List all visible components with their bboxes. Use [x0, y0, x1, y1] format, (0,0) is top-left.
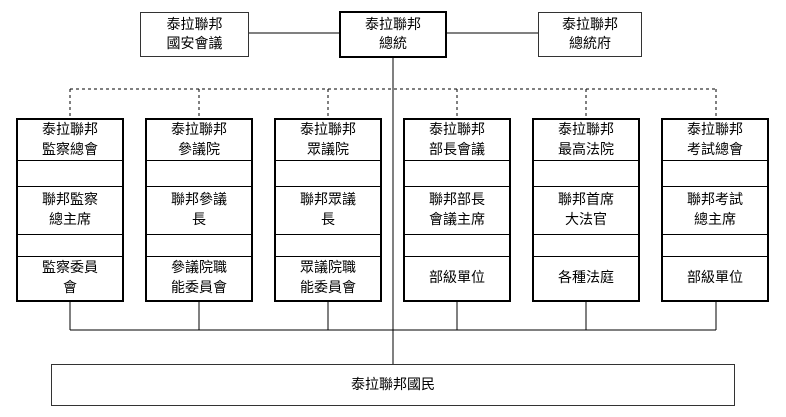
divider — [663, 160, 767, 161]
presidential-office-label: 泰拉聯邦 總統府 — [562, 16, 618, 52]
divider — [147, 160, 251, 161]
divider — [534, 160, 638, 161]
branch-bottom: 部級單位 — [429, 270, 485, 286]
branch-title: 泰拉聯邦 考試總會 — [687, 122, 743, 158]
divider — [276, 234, 380, 235]
branch-house: 泰拉聯邦 眾議院 聯邦眾議 長 眾議院職 能委員會 — [274, 118, 382, 302]
divider — [663, 186, 767, 187]
divider — [663, 234, 767, 235]
divider — [18, 256, 122, 257]
national-security-council-label: 泰拉聯邦 國安會議 — [166, 16, 223, 52]
branch-senate: 泰拉聯邦 參議院 聯邦參議 長 參議院職 能委員會 — [145, 118, 253, 302]
branch-title: 泰拉聯邦 監察總會 — [42, 122, 98, 158]
divider — [147, 186, 251, 187]
divider — [405, 160, 509, 161]
citizens-label: 泰拉聯邦國民 — [351, 376, 435, 393]
citizens-box: 泰拉聯邦國民 — [51, 364, 735, 406]
branch-title: 泰拉聯邦 部長會議 — [429, 122, 485, 158]
divider — [276, 256, 380, 257]
president-box: 泰拉聯邦 總統 — [339, 11, 447, 58]
president-label: 泰拉聯邦 總統 — [365, 16, 421, 52]
branch-head: 聯邦眾議 長 — [300, 192, 356, 228]
divider — [18, 186, 122, 187]
divider — [534, 234, 638, 235]
branch-bottom: 各種法庭 — [558, 270, 614, 286]
divider — [147, 234, 251, 235]
national-security-council-box: 泰拉聯邦 國安會議 — [140, 12, 249, 57]
divider — [18, 160, 122, 161]
branch-supervision: 泰拉聯邦 監察總會 聯邦監察 總主席 監察委員 會 — [16, 118, 124, 302]
branch-bottom: 眾議院職 能委員會 — [300, 260, 356, 296]
branch-head: 聯邦參議 長 — [171, 192, 227, 228]
divider — [276, 186, 380, 187]
divider — [405, 234, 509, 235]
branch-bottom: 部級單位 — [687, 270, 743, 286]
branch-head: 聯邦監察 總主席 — [42, 192, 98, 228]
branch-head: 聯邦首席 大法官 — [558, 192, 614, 228]
presidential-office-box: 泰拉聯邦 總統府 — [538, 12, 642, 57]
branch-exam: 泰拉聯邦 考試總會 聯邦考試 總主席 部級單位 — [661, 118, 769, 302]
branch-title: 泰拉聯邦 最高法院 — [558, 122, 614, 158]
branch-cabinet: 泰拉聯邦 部長會議 聯邦部長 會議主席 部級單位 — [403, 118, 511, 302]
branch-head: 聯邦部長 會議主席 — [429, 192, 485, 228]
branch-bottom: 監察委員 會 — [42, 260, 98, 296]
divider — [147, 256, 251, 257]
divider — [405, 186, 509, 187]
branch-title: 泰拉聯邦 參議院 — [171, 122, 227, 158]
branch-title: 泰拉聯邦 眾議院 — [300, 122, 356, 158]
divider — [276, 160, 380, 161]
divider — [18, 234, 122, 235]
divider — [663, 256, 767, 257]
divider — [534, 256, 638, 257]
branch-court: 泰拉聯邦 最高法院 聯邦首席 大法官 各種法庭 — [532, 118, 640, 302]
divider — [534, 186, 638, 187]
divider — [405, 256, 509, 257]
branch-head: 聯邦考試 總主席 — [687, 192, 743, 228]
branch-bottom: 參議院職 能委員會 — [171, 260, 227, 296]
